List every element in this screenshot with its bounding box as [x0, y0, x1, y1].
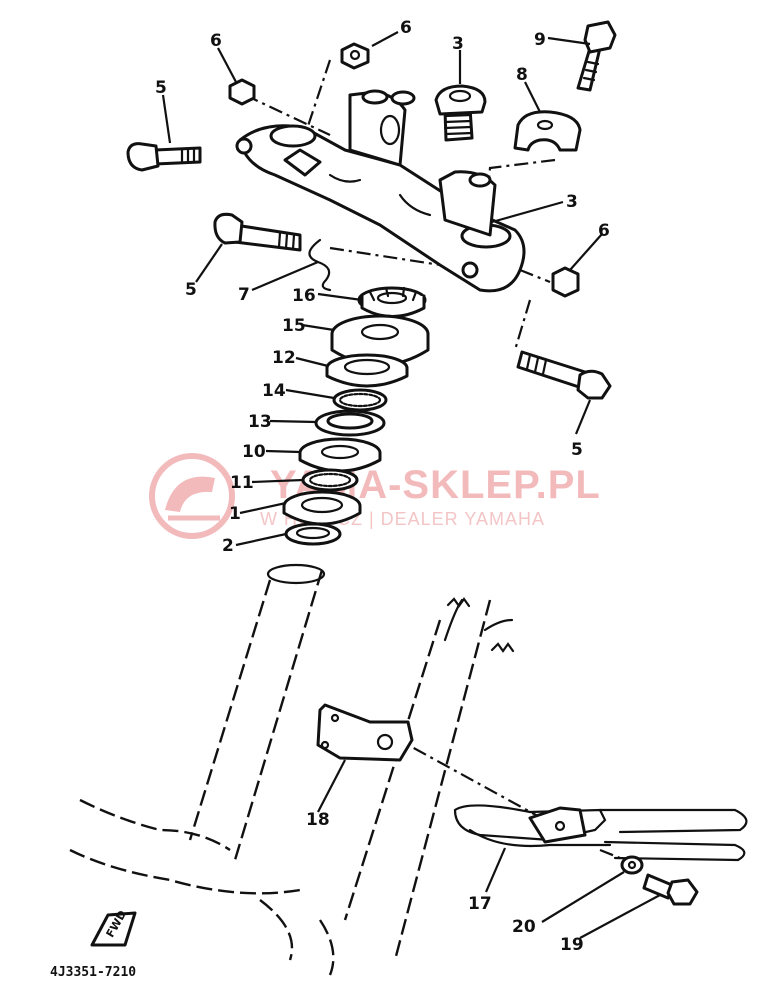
bolt-5-mid — [213, 212, 302, 252]
label-11: 11 — [230, 473, 254, 493]
ball-14 — [332, 388, 388, 412]
bolt-4 — [434, 84, 487, 142]
part-number-labels: 5 6 6 3 8 9 3 6 5 7 16 15 12 14 13 10 11… — [155, 18, 610, 955]
label-14: 14 — [262, 381, 286, 401]
ball-11 — [301, 468, 359, 492]
fwd-arrow-icon: FWD — [90, 908, 137, 947]
circlip-7 — [308, 238, 332, 292]
label-12: 12 — [272, 348, 296, 368]
nut-6-top-left — [228, 78, 256, 106]
label-5-mid: 5 — [185, 280, 197, 300]
label-6-top: 6 — [400, 18, 412, 38]
label-4: 3 — [452, 34, 464, 54]
watermark-logo-icon — [149, 453, 235, 539]
bolt-19 — [642, 873, 699, 906]
nut-6-top — [340, 42, 370, 70]
bolt-9 — [576, 20, 617, 92]
race-1 — [282, 490, 362, 526]
upper-bracket — [235, 89, 526, 293]
clamp-8 — [513, 110, 582, 152]
label-3: 3 — [566, 192, 578, 212]
assembly-lines — [69, 59, 631, 976]
bolt-5-top — [126, 142, 202, 172]
label-9: 9 — [534, 30, 546, 50]
label-6-left: 6 — [210, 31, 222, 51]
label-20: 20 — [512, 917, 536, 937]
race-12 — [325, 353, 409, 388]
label-19: 19 — [560, 935, 584, 955]
label-5-top: 5 — [155, 78, 167, 98]
label-17: 17 — [468, 894, 492, 914]
seal-2 — [284, 522, 342, 546]
label-10: 10 — [242, 442, 266, 462]
nut-6-right — [551, 266, 580, 298]
guide-17 — [453, 804, 748, 862]
label-16: 16 — [292, 286, 316, 306]
watermark: YAMA-SKLEP.PL W HOWICZ | DEALER YAMAHA — [149, 453, 600, 539]
label-5-right: 5 — [571, 440, 583, 460]
bracket-18 — [316, 703, 414, 762]
label-13: 13 — [248, 412, 272, 432]
head-pipe — [266, 563, 515, 653]
label-7: 7 — [238, 285, 250, 305]
callout-leaders — [161, 31, 661, 939]
bolt-5-right — [516, 350, 612, 400]
label-1: 1 — [229, 504, 241, 524]
label-2: 2 — [222, 536, 234, 556]
label-18: 18 — [306, 810, 330, 830]
ring-nut-16 — [357, 286, 427, 318]
washer-20 — [620, 855, 644, 875]
race-13 — [314, 409, 386, 437]
label-8: 8 — [516, 65, 528, 85]
label-15: 15 — [282, 316, 306, 336]
catalog-code: 4J3351-7210 — [50, 965, 136, 980]
race-10 — [298, 437, 382, 473]
label-6-right: 6 — [598, 221, 610, 241]
